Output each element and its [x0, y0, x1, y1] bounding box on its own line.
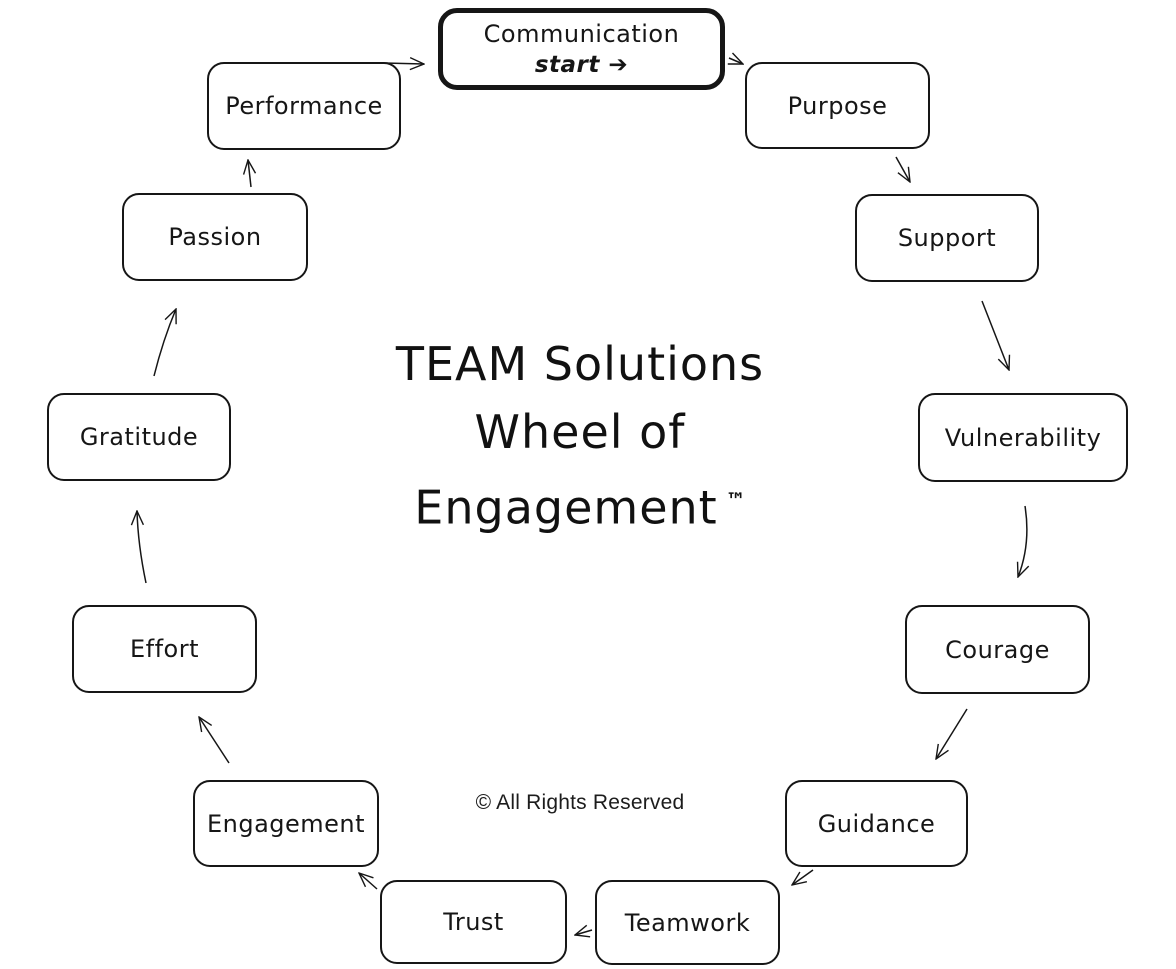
node-gratitude: Gratitude — [47, 393, 231, 481]
arrow-courage-to-guidance — [936, 708, 968, 759]
arrow-trust-to-engagement — [359, 873, 378, 890]
node-guidance: Guidance — [785, 780, 968, 867]
node-purpose: Purpose — [745, 62, 930, 149]
node-communication: Communication start ➔ — [438, 8, 725, 90]
start-indicator: start ➔ — [534, 52, 629, 78]
arrow-teamwork-to-trust — [575, 930, 593, 935]
arrow-vulnerability-to-courage — [1018, 505, 1027, 577]
node-teamwork: Teamwork — [595, 880, 780, 965]
arrow-support-to-vulnerability — [981, 300, 1009, 370]
copyright-notice: © All Rights Reserved — [475, 791, 685, 814]
arrow-effort-to-gratitude — [137, 511, 147, 584]
node-label: Purpose — [787, 91, 888, 120]
node-trust: Trust — [380, 880, 567, 964]
node-label: Performance — [225, 92, 383, 120]
node-label: Guidance — [817, 809, 936, 838]
node-label: Courage — [945, 635, 1050, 664]
node-label: Communication — [483, 20, 680, 48]
node-label: Effort — [129, 635, 200, 663]
node-support: Support — [855, 194, 1039, 282]
arrow-communication-to-purpose — [729, 58, 743, 64]
arrow-passion-to-performance — [248, 160, 251, 188]
node-effort: Effort — [72, 605, 257, 693]
node-performance: Performance — [207, 62, 401, 150]
node-label: Teamwork — [624, 908, 751, 937]
title-line-1: TEAM Solutions — [395, 337, 765, 391]
node-label: Trust — [443, 908, 504, 936]
node-label: Support — [897, 224, 997, 252]
node-vulnerability: Vulnerability — [918, 393, 1128, 482]
arrow-guidance-to-teamwork — [792, 869, 814, 885]
node-courage: Courage — [905, 605, 1090, 694]
node-engagement: Engagement — [193, 780, 379, 867]
arrow-engagement-to-effort — [199, 717, 230, 764]
arrow-gratitude-to-passion — [153, 309, 176, 377]
node-label: Engagement — [206, 809, 366, 838]
node-label: Gratitude — [79, 423, 199, 451]
node-passion: Passion — [122, 193, 308, 281]
title-line-2: Wheel of — [474, 405, 686, 459]
arrow-purpose-to-support — [895, 156, 910, 182]
trademark-symbol: ™ — [725, 488, 746, 512]
node-label: Passion — [168, 223, 262, 251]
node-label: Vulnerability — [944, 423, 1102, 452]
